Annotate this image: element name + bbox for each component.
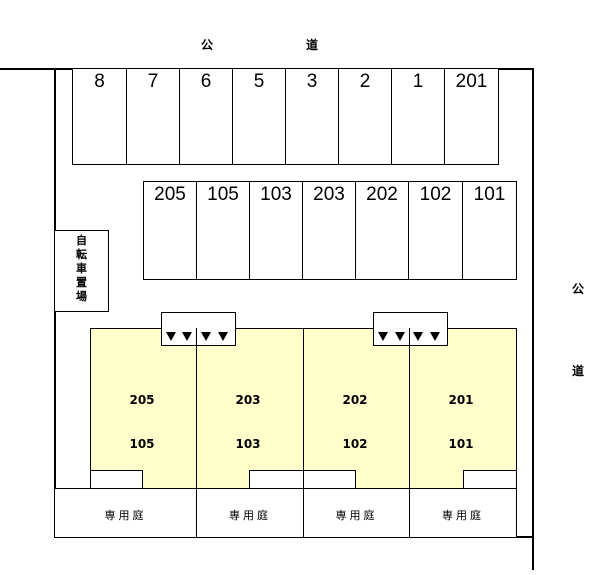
entrance-arrow-icon bbox=[413, 332, 423, 341]
parking-stall: 2 bbox=[338, 68, 392, 165]
unit-lower-label: 101 bbox=[448, 437, 474, 451]
parking-stall: 103 bbox=[249, 181, 303, 280]
private-garden-label: 専用庭 bbox=[335, 509, 378, 522]
apartment-unit bbox=[303, 328, 410, 489]
parking-stall: 203 bbox=[302, 181, 356, 280]
parking-stall: 6 bbox=[179, 68, 233, 165]
unit-door-box bbox=[249, 470, 304, 489]
stall-number: 5 bbox=[253, 71, 265, 92]
parking-stall: 8 bbox=[72, 68, 127, 165]
private-garden: 専用庭 bbox=[409, 488, 517, 538]
unit-upper-label: 203 bbox=[235, 393, 261, 407]
stall-number: 101 bbox=[473, 184, 506, 205]
parking-stall: 205 bbox=[143, 181, 197, 280]
notch-divider bbox=[409, 328, 410, 346]
bicycle-parking-char: 転 bbox=[76, 248, 87, 261]
parking-stall: 7 bbox=[126, 68, 180, 165]
private-garden-label: 専用庭 bbox=[229, 509, 271, 522]
bicycle-parking: 自 転 車 置 場 bbox=[55, 230, 109, 312]
entrance-arrow-icon bbox=[430, 332, 440, 341]
unit-door-box bbox=[90, 470, 143, 489]
stall-number: 203 bbox=[313, 184, 345, 205]
road-label-top-2: 道 bbox=[306, 38, 319, 52]
unit-lower-label: 102 bbox=[342, 437, 368, 451]
road-label-right-1: 公 bbox=[572, 282, 585, 296]
private-garden: 専用庭 bbox=[54, 488, 197, 538]
notch-divider bbox=[196, 328, 197, 346]
unit-lower-label: 103 bbox=[235, 437, 261, 451]
road-label-right-2: 道 bbox=[572, 364, 585, 378]
stall-number: 201 bbox=[455, 71, 488, 92]
entrance-arrow-icon bbox=[182, 332, 192, 341]
unit-upper-label: 205 bbox=[129, 393, 155, 407]
stall-number: 7 bbox=[147, 71, 159, 92]
stall-number: 202 bbox=[366, 184, 398, 205]
stall-number: 102 bbox=[419, 184, 452, 205]
entrance-arrow-icon bbox=[395, 332, 405, 341]
parking-stall: 102 bbox=[408, 181, 463, 280]
stall-number: 6 bbox=[200, 71, 212, 92]
apartment-unit bbox=[409, 328, 517, 489]
stall-number: 105 bbox=[207, 184, 239, 205]
entrance-arrow-icon bbox=[166, 332, 176, 341]
parking-stall: 101 bbox=[462, 181, 517, 280]
stall-number: 103 bbox=[260, 184, 292, 205]
road-label-top-1: 公 bbox=[201, 38, 214, 52]
parking-stall: 5 bbox=[232, 68, 286, 165]
entrance-arrow-icon bbox=[378, 332, 388, 341]
entrance-arrow-icon bbox=[218, 332, 228, 341]
bicycle-parking-char: 場 bbox=[76, 290, 87, 303]
entrance-arrow-icon bbox=[201, 332, 211, 341]
private-garden: 専用庭 bbox=[196, 488, 304, 538]
stall-number: 8 bbox=[94, 71, 105, 92]
unit-door-box bbox=[463, 470, 517, 489]
private-garden-label: 専用庭 bbox=[104, 509, 147, 522]
parking-stall: 1 bbox=[391, 68, 445, 165]
unit-door-box bbox=[303, 470, 356, 489]
bicycle-parking-char: 車 bbox=[76, 262, 87, 275]
bicycle-parking-char: 置 bbox=[76, 276, 87, 289]
stall-number: 3 bbox=[306, 71, 318, 92]
private-garden-label: 専用庭 bbox=[442, 509, 484, 522]
unit-upper-label: 202 bbox=[342, 393, 368, 407]
unit-upper-label: 201 bbox=[448, 393, 474, 407]
apartment-unit bbox=[196, 328, 304, 489]
boundary-right-line bbox=[532, 68, 534, 570]
unit-lower-label: 105 bbox=[129, 437, 155, 451]
apartment-unit bbox=[90, 328, 197, 489]
private-garden: 専用庭 bbox=[303, 488, 410, 538]
stall-number: 2 bbox=[359, 71, 371, 92]
parking-stall: 201 bbox=[444, 68, 499, 165]
parking-stall: 105 bbox=[196, 181, 250, 280]
parking-stall: 202 bbox=[355, 181, 409, 280]
bicycle-parking-char: 自 bbox=[76, 234, 87, 247]
stall-number: 1 bbox=[412, 71, 424, 92]
parking-stall: 3 bbox=[285, 68, 339, 165]
stall-number: 205 bbox=[154, 184, 186, 205]
